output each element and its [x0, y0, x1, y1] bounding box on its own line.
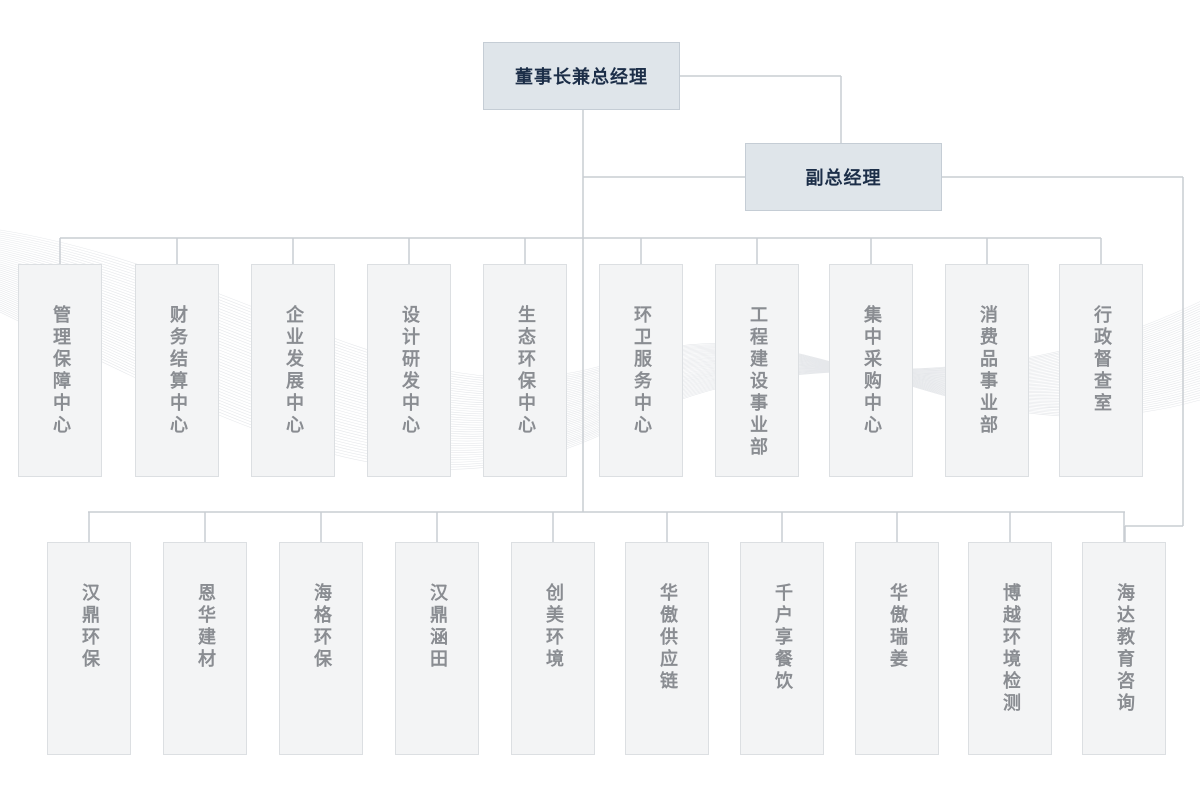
subsidiary-box: 博越环境检测 [968, 542, 1052, 755]
department-label: 设计研发中心 [399, 305, 420, 437]
subsidiary-box: 汉鼎环保 [47, 542, 131, 755]
department-box: 行政督查室 [1059, 264, 1143, 477]
department-box: 企业发展中心 [251, 264, 335, 477]
subsidiary-box: 华傲供应链 [625, 542, 709, 755]
subsidiary-label: 汉鼎环保 [79, 583, 100, 671]
department-box: 工程建设事业部 [715, 264, 799, 477]
subsidiary-box: 千户享餐饮 [740, 542, 824, 755]
subsidiary-label: 创美环境 [543, 583, 564, 671]
ceo-box: 董事长兼总经理 [483, 42, 680, 110]
department-label: 企业发展中心 [283, 305, 304, 437]
subsidiary-label: 华傲瑞姜 [887, 583, 908, 671]
vice-gm-label: 副总经理 [805, 168, 882, 189]
vice-gm-box: 副总经理 [745, 143, 942, 211]
department-label: 集中采购中心 [861, 305, 882, 437]
subsidiary-box: 海格环保 [279, 542, 363, 755]
subsidiary-box: 海达教育咨询 [1082, 542, 1166, 755]
subsidiary-label: 华傲供应链 [657, 583, 678, 693]
department-label: 管理保障中心 [50, 305, 71, 437]
subsidiary-label: 博越环境检测 [1000, 583, 1021, 715]
subsidiary-label: 海格环保 [311, 583, 332, 671]
department-box: 管理保障中心 [18, 264, 102, 477]
subsidiary-label: 海达教育咨询 [1114, 583, 1135, 715]
department-box: 消费品事业部 [945, 264, 1029, 477]
ceo-label: 董事长兼总经理 [515, 67, 648, 88]
department-box: 财务结算中心 [135, 264, 219, 477]
department-box: 集中采购中心 [829, 264, 913, 477]
subsidiary-box: 恩华建材 [163, 542, 247, 755]
subsidiary-box: 汉鼎涵田 [395, 542, 479, 755]
department-box: 环卫服务中心 [599, 264, 683, 477]
department-label: 财务结算中心 [167, 305, 188, 437]
subsidiary-label: 千户享餐饮 [772, 583, 793, 693]
department-label: 环卫服务中心 [631, 305, 652, 437]
subsidiary-label: 恩华建材 [195, 583, 216, 671]
department-label: 消费品事业部 [977, 305, 998, 437]
subsidiary-box: 创美环境 [511, 542, 595, 755]
department-box: 生态环保中心 [483, 264, 567, 477]
department-label: 行政督查室 [1091, 305, 1112, 415]
department-label: 生态环保中心 [515, 305, 536, 437]
subsidiary-label: 汉鼎涵田 [427, 583, 448, 671]
department-label: 工程建设事业部 [747, 305, 768, 459]
subsidiary-box: 华傲瑞姜 [855, 542, 939, 755]
department-box: 设计研发中心 [367, 264, 451, 477]
